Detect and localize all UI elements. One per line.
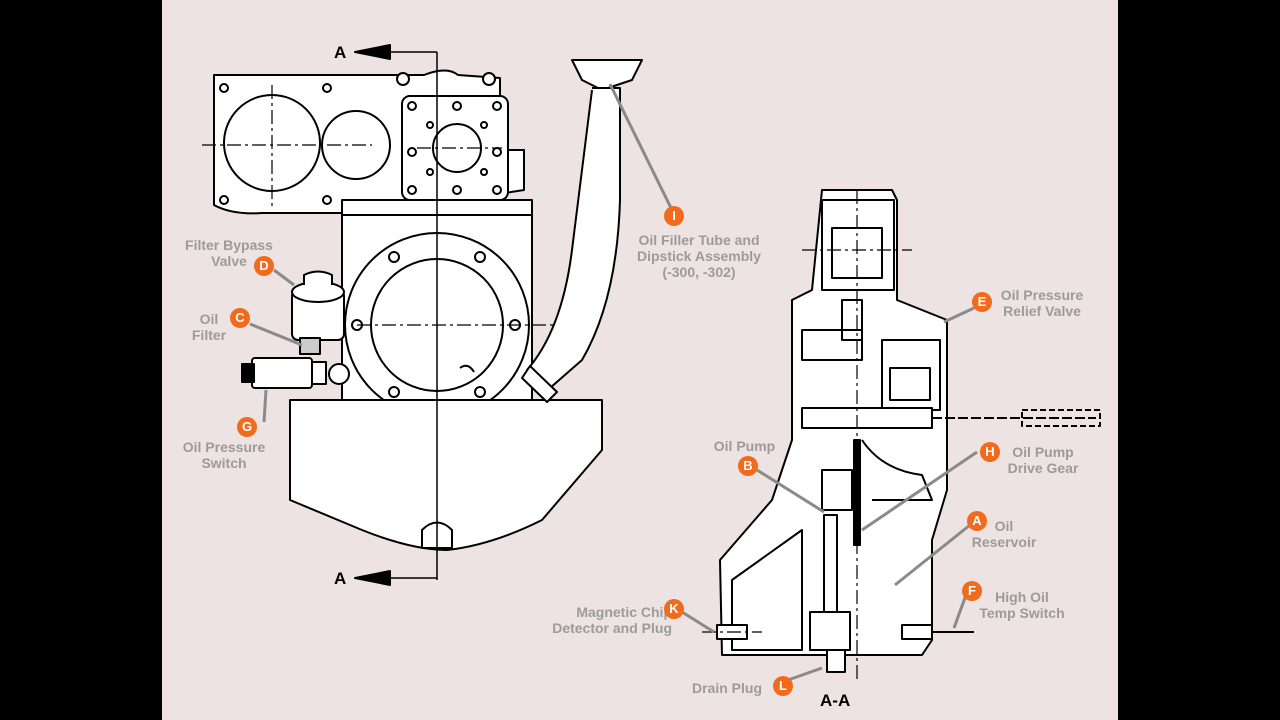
gearbox-drawing: [202, 44, 1101, 687]
callout-label-oil-pump-drive-gear: Oil Pump Drive Gear: [1007, 444, 1079, 476]
section-mark-section-view: A-A: [820, 691, 851, 710]
section-mark-bottom: A: [334, 569, 347, 588]
callout-badge-c: C: [230, 308, 250, 328]
front-view: [202, 44, 643, 586]
callout-badge-d: D: [254, 256, 274, 276]
callout-badge-l: L: [773, 676, 793, 696]
callout-label-oil-pump: Oil Pump: [713, 438, 776, 454]
callout-label-oil-reservoir: Oil Reservoir: [971, 518, 1037, 550]
callout-label-filter-bypass-valve: Filter Bypass Valve: [185, 237, 273, 269]
callout-label-magnetic-chip-detector: Magnetic Chip Detector and Plug: [552, 604, 672, 636]
callout-label-drain-plug: Drain Plug: [691, 680, 762, 696]
callout-label-oil-filter: Oil Filter: [191, 311, 227, 343]
section-mark-top: A: [334, 43, 347, 62]
callout-badge-e: E: [972, 292, 992, 312]
callout-badge-b: B: [738, 456, 758, 476]
callout-badge-h: H: [980, 442, 1000, 462]
diagram-canvas: A A A-A I Oil Filler Tube and Dipstick A…: [162, 0, 1118, 720]
callout-label-oil-pressure-relief-valve: Oil Pressure Relief Valve: [1000, 287, 1084, 319]
callout-badge-a: A: [967, 511, 987, 531]
callout-badge-k: K: [664, 599, 684, 619]
callout-label-oil-filler-tube: Oil Filler Tube and Dipstick Assembly (-…: [637, 232, 761, 280]
callout-badge-g: G: [237, 417, 257, 437]
leader-lines: [249, 83, 978, 687]
callout-badge-i: I: [664, 206, 684, 226]
section-view: [702, 189, 1101, 680]
callout-label-high-oil-temp-switch: High Oil Temp Switch: [979, 589, 1065, 621]
callout-label-oil-pressure-switch: Oil Pressure Switch: [182, 439, 266, 471]
callout-badge-f: F: [962, 581, 982, 601]
